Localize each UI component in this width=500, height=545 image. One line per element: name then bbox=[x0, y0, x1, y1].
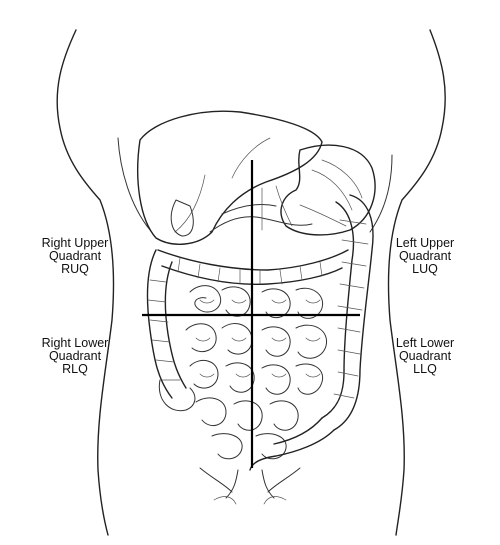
small-intestine bbox=[185, 285, 328, 460]
rlq-line2: Quadrant bbox=[48, 349, 102, 363]
torso-left-outline bbox=[56, 29, 115, 536]
ruq-line2: Quadrant bbox=[48, 249, 102, 263]
rlq-abbr: RLQ bbox=[62, 362, 88, 376]
pelvis-right bbox=[267, 467, 301, 493]
descending-colon bbox=[333, 194, 374, 431]
liver bbox=[137, 110, 323, 245]
rib-cage-left bbox=[117, 137, 151, 231]
ruq-line1: Right Upper bbox=[41, 236, 109, 250]
cecum bbox=[158, 379, 196, 412]
pelvis-left bbox=[199, 467, 233, 493]
label-right-lower-quadrant: Right Lower Quadrant RLQ bbox=[20, 337, 130, 376]
sigmoid-colon bbox=[249, 429, 335, 471]
rlq-line1: Right Lower bbox=[41, 336, 109, 350]
gallbladder bbox=[170, 199, 194, 237]
rib-cage-right bbox=[369, 154, 393, 233]
transverse-colon bbox=[157, 249, 349, 271]
ruq-abbr: RUQ bbox=[61, 262, 89, 276]
label-left-lower-quadrant: Left Lower Quadrant LLQ bbox=[370, 337, 480, 376]
label-left-upper-quadrant: Left Upper Quadrant LUQ bbox=[370, 237, 480, 276]
rectum bbox=[225, 469, 275, 499]
label-right-upper-quadrant: Right Upper Quadrant RUQ bbox=[20, 237, 130, 276]
luq-line1: Left Upper bbox=[395, 236, 455, 250]
llq-line2: Quadrant bbox=[398, 349, 452, 363]
luq-abbr: LUQ bbox=[412, 262, 438, 276]
ascending-colon bbox=[146, 249, 173, 399]
torso-right-outline bbox=[387, 29, 446, 536]
llq-line1: Left Lower bbox=[395, 336, 455, 350]
stomach bbox=[280, 144, 376, 236]
llq-abbr: LLQ bbox=[413, 362, 437, 376]
luq-line2: Quadrant bbox=[398, 249, 452, 263]
